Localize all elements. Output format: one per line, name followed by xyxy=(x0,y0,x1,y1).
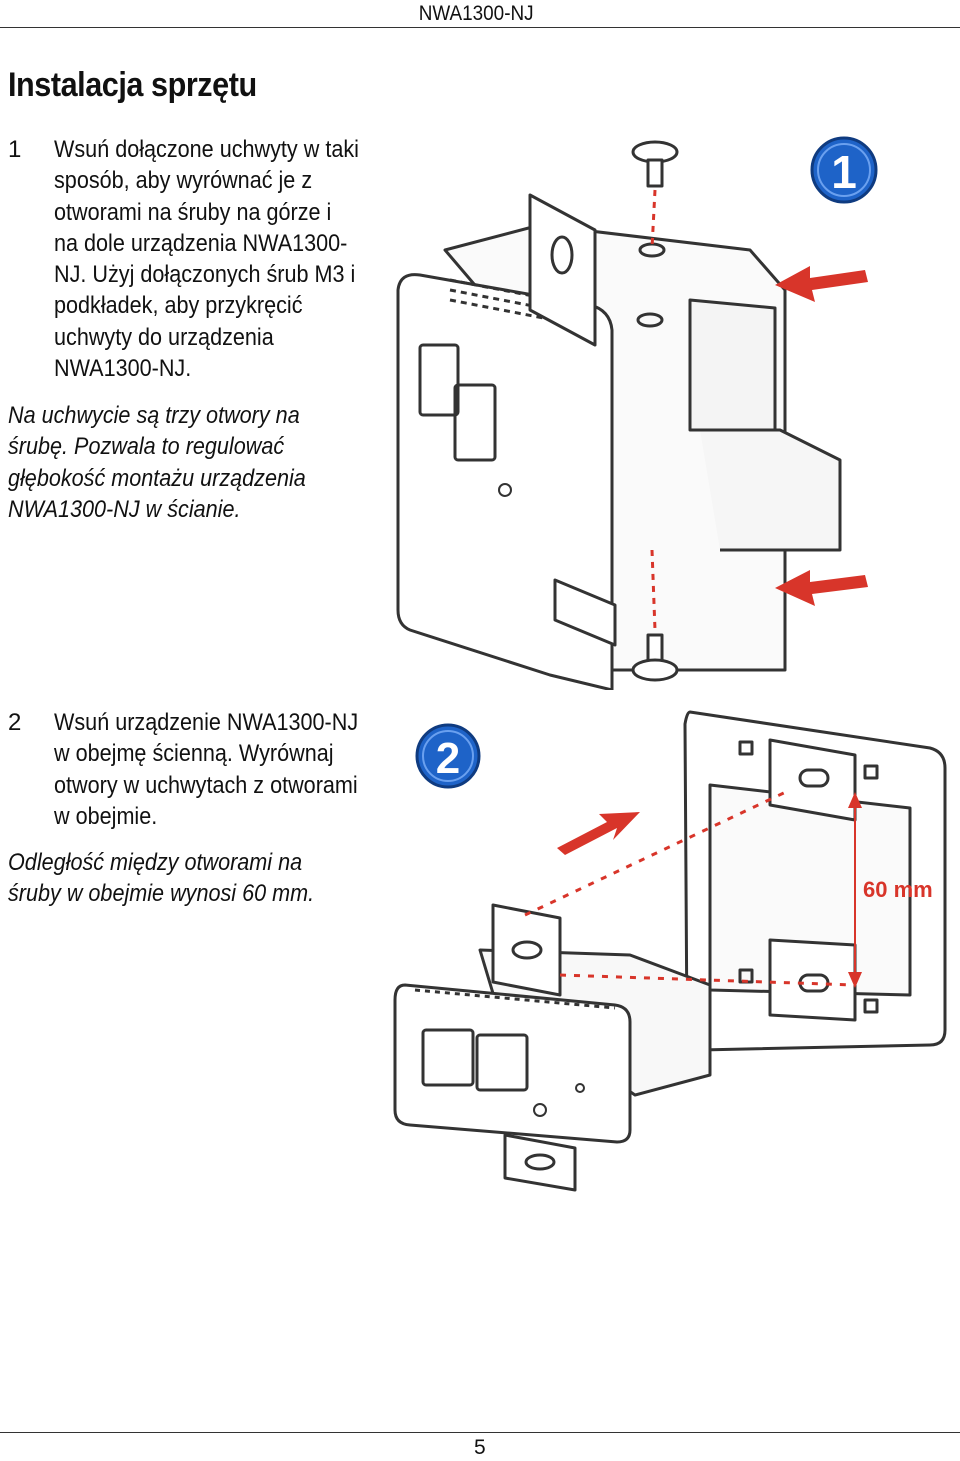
step-1-line: uchwyty do urządzenia xyxy=(54,323,274,351)
step-1-number: 1 xyxy=(8,136,22,163)
step-1-note-line: głębokość montażu urządzenia xyxy=(8,464,306,492)
document-header-title: NWA1300-NJ xyxy=(419,2,534,25)
section-title: Instalacja sprzętu xyxy=(8,66,257,104)
dimension-label: 60 mm xyxy=(863,877,933,902)
step-1-line: NWA1300-NJ. xyxy=(54,355,192,383)
step-2-note-line: śruby w obejmie wynosi 60 mm. xyxy=(8,880,315,908)
step-1-line: podkładek, aby przykręcić xyxy=(54,292,303,320)
step-2-line: Wsuń urządzenie NWA1300-NJ xyxy=(54,709,359,736)
arrow-top-icon xyxy=(775,266,868,302)
page-number: 5 xyxy=(474,1436,486,1459)
step-1-note-line: NWA1300-NJ w ścianie. xyxy=(8,495,241,523)
step-2-note: Odległość między otworami na śruby w obe… xyxy=(8,847,314,910)
step-1-line: NJ. Użyj dołączonych śrub M3 i xyxy=(54,261,356,289)
step-2-text: Wsuń urządzenie NWA1300-NJ w obejmę ście… xyxy=(54,707,358,832)
step-1-badge-number: 1 xyxy=(831,146,857,198)
step-1-line: Wsuń dołączone uchwyty w taki xyxy=(54,136,359,163)
step-2-badge-icon: 2 xyxy=(415,723,481,789)
step-2-badge-number: 2 xyxy=(436,734,460,783)
step-2-note-line: Odległość między otworami na xyxy=(8,849,303,876)
step-2-number: 2 xyxy=(8,709,22,736)
step-2-line: otwory w uchwytach z otworami xyxy=(54,771,358,799)
step-1-illustration: 1 xyxy=(396,136,878,690)
step-1-text: Wsuń dołączone uchwyty w taki sposób, ab… xyxy=(54,134,359,384)
arrow-bottom-icon xyxy=(775,570,868,606)
step-2-line: w obejmie. xyxy=(54,802,158,830)
step-1-note: Na uchwycie są trzy otwory na śrubę. Poz… xyxy=(8,400,306,525)
step-1-line: na dole urządzenia NWA1300- xyxy=(54,229,348,257)
footer-rule xyxy=(0,1432,960,1433)
screw-bottom-icon xyxy=(631,633,679,682)
step-1-badge-icon: 1 xyxy=(810,136,878,204)
step-1-note-line: śrubę. Pozwala to regulować xyxy=(8,433,285,461)
step-2-illustration: 60 mm 2 xyxy=(393,710,947,1192)
screw-top-icon xyxy=(631,140,679,188)
insert-arrow-icon xyxy=(557,812,640,855)
step-2-line: w obejmę ścienną. Wyrównaj xyxy=(54,740,334,768)
step-1-line: sposób, aby wyrównać je z xyxy=(54,167,313,195)
step-1-note-line: Na uchwycie są trzy otwory na xyxy=(8,402,300,429)
header-rule xyxy=(0,27,960,28)
step-1-line: otworami na śruby na górze i xyxy=(54,198,332,226)
